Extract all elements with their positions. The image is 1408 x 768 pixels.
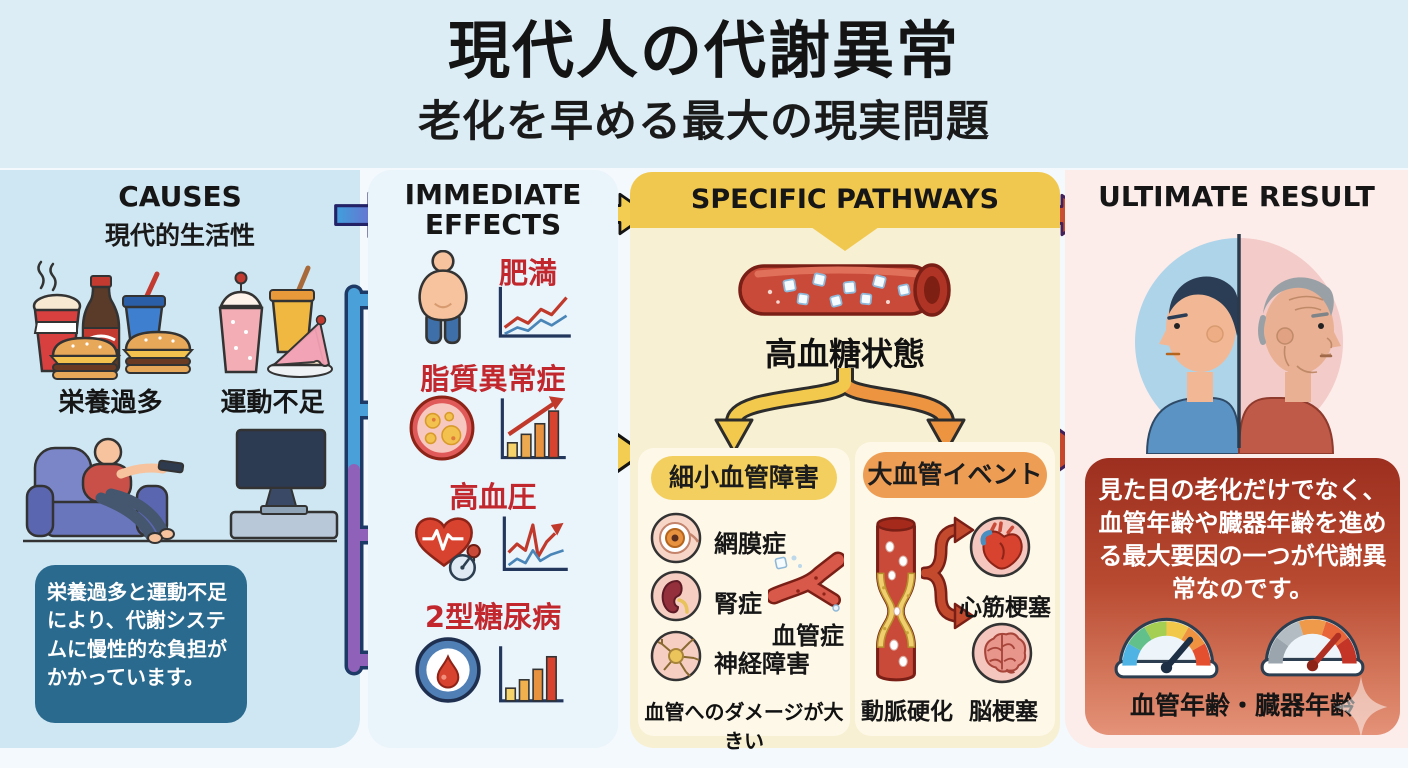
- effect-label-hypertension: 高血圧: [449, 480, 537, 514]
- vascular-age-gauge-icon: [1114, 617, 1219, 679]
- pathways-header-notch: [811, 227, 879, 251]
- causes-subheader: 現代的生活性: [104, 221, 255, 250]
- blood-drop-icon: [415, 637, 481, 703]
- narrowed-artery-icon: [876, 516, 916, 682]
- eye-icon: [650, 512, 702, 564]
- retinopathy-label: 網膜症: [714, 530, 786, 558]
- macrovascular-title: 大血管イベント: [863, 452, 1047, 498]
- immediate-effects-column: IMMEDIATE EFFECTS 肥満 脂質異常症: [368, 170, 618, 748]
- bp-trend-chart-icon: [502, 516, 568, 571]
- effect-label-dyslipidemia: 脂質異常症: [420, 362, 566, 396]
- stroke-label: 脳梗塞: [969, 699, 1038, 725]
- effect-label-diabetes: 2型糖尿病: [424, 600, 562, 634]
- result-note-text: 見た目の老化だけでなく、血管年齢や臓器年齢を進める最大要因の一つが代謝異常なので…: [1098, 476, 1387, 604]
- obese-person-icon: [418, 250, 468, 345]
- nephropathy-label: 腎症: [714, 590, 762, 618]
- weight-trend-chart-icon: [498, 286, 571, 338]
- causes-column: CAUSES 現代的生活性: [0, 170, 360, 748]
- organ-age-gauge-icon: [1260, 615, 1365, 677]
- kidney-icon: [650, 570, 702, 622]
- microvascular-title: 細小血管障害: [651, 456, 837, 500]
- blood-vessel-sugar-icon: [738, 263, 951, 317]
- microvascular-panel: 細小血管障害 網膜症 腎症: [638, 448, 850, 753]
- effect-label-obesity: 肥満: [498, 256, 557, 290]
- neuropathy-label: 神経障害: [714, 650, 810, 678]
- atherosclerosis-label: 動脈硬化: [861, 699, 953, 725]
- inactivity-label: 運動不足: [220, 388, 325, 418]
- macro-branch-arrows-icon: [921, 516, 975, 630]
- heart-bp-icon: [414, 517, 481, 582]
- brain-icon: [971, 622, 1033, 684]
- causes-note-box: 栄養過多と運動不足により、代謝システムに慢性的な負担がかかっています。: [35, 565, 247, 723]
- neuron-icon: [650, 630, 702, 682]
- lipid-dish-icon: [409, 395, 475, 461]
- result-note-box: 見た目の老化だけでなく、血管年齢や臓器年齢を進める最大要因の一つが代謝異常なので…: [1085, 458, 1400, 738]
- hyperglycemia-label: 高血糖状態: [764, 335, 925, 373]
- causes-header: CAUSES: [118, 180, 242, 213]
- immediate-effects-header: IMMEDIATE EFFECTS: [404, 178, 582, 242]
- page-subtitle: 老化を早める最大の現実問題: [418, 97, 990, 147]
- sparkle-icon: [1334, 676, 1388, 738]
- sweets-icon: [218, 265, 333, 378]
- causes-note-text: 栄養過多と運動不足により、代謝システムに慢性的な負担がかかっています。: [47, 580, 227, 690]
- page-title: 現代人の代謝異常: [447, 14, 960, 87]
- young-old-face-icon: [1135, 234, 1343, 454]
- angiopathy-label: 血管症: [772, 622, 844, 650]
- heart-organ-icon: [969, 516, 1031, 578]
- lipid-bar-chart-icon: [500, 396, 566, 460]
- specific-pathways-header: SPECIFIC PATHWAYS: [630, 172, 1060, 228]
- microvascular-note: 血管へのダメージが大きい: [644, 700, 844, 753]
- macrovascular-panel: 大血管イベント: [855, 442, 1055, 736]
- gauge-caption: 血管年齢・臓器年齢: [1129, 691, 1355, 720]
- junk-food-icon: [32, 260, 195, 380]
- ultimate-result-header: ULTIMATE RESULT: [1098, 180, 1375, 213]
- vessel-branch-icon: [768, 551, 844, 612]
- couch-tv-icon: [23, 428, 339, 544]
- ultimate-result-column: ULTIMATE RESULT: [1065, 170, 1408, 748]
- glucose-bar-chart-icon: [499, 646, 564, 703]
- pathway-fork-arrows-icon: [714, 368, 966, 454]
- specific-pathways-column: SPECIFIC PATHWAYS 高血糖状態: [630, 172, 1060, 753]
- overeating-label: 栄養過多: [58, 388, 163, 418]
- heart-attack-label: 心筋梗塞: [959, 595, 1051, 621]
